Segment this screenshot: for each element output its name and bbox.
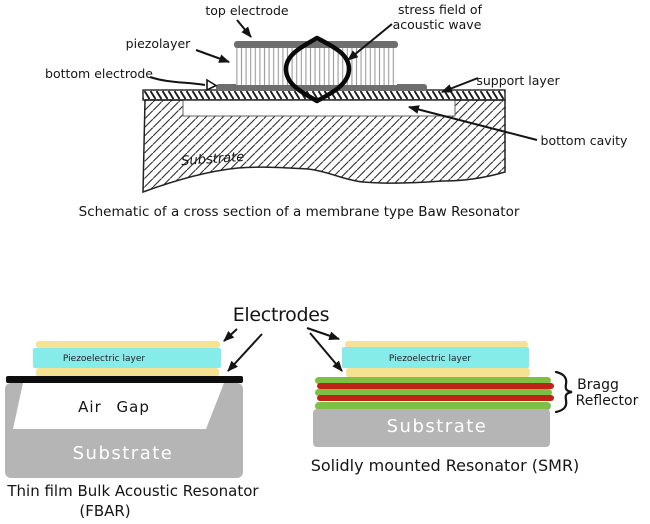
stress-field-label-line2: acoustic wave [393, 17, 482, 32]
fbar-bottom-yellow-layer [36, 368, 219, 377]
smr-piezoelectric-layer [342, 347, 529, 368]
piezolayer-arrow [195, 49, 231, 63]
bottom-electrode-label: bottom electrode [45, 66, 153, 81]
bottom-cavity-label: bottom cavity [541, 133, 628, 148]
fbar-top-electrode-layer [36, 341, 220, 348]
smr-bragg-green-2 [315, 389, 552, 396]
smr-substrate-block [313, 409, 550, 447]
fbar-caption-line2: (FBAR) [79, 502, 130, 520]
support-layer-label: support layer [476, 73, 560, 88]
bottom-cavity-arrow [407, 105, 538, 141]
smr-piezo-label: Piezoelectric layer [389, 354, 471, 364]
bragg-label-line2: Reflector [576, 393, 639, 409]
fbar-caption-line1: Thin film Bulk Acoustic Resonator [6, 482, 259, 500]
support-layer-arrow [440, 77, 479, 93]
smr-bragg-red-2 [317, 395, 554, 401]
bragg-label-line1: Bragg [577, 377, 619, 393]
stress-field-label-line1: stress field of [398, 2, 483, 17]
electrodes-arrow-smr-top [306, 327, 341, 340]
fbar-air-gap-region [13, 383, 224, 429]
piezolayer-region [236, 47, 397, 85]
substrate-label-top: Substrate [181, 150, 245, 169]
smr-substrate-label: Substrate [387, 416, 488, 437]
smr-bragg-green-1 [315, 377, 551, 384]
substrate-hatched-region [142, 99, 506, 194]
smr-caption: Solidly mounted Resonator (SMR) [311, 456, 580, 475]
bottom-electrode-bar [216, 84, 427, 91]
stress-field-arrow [347, 23, 393, 61]
smr-bragg-red-1 [317, 383, 554, 389]
smr-bottom-yellow-layer [346, 368, 530, 377]
membrane-baw-schematic: top electrode stress field of acoustic w… [45, 2, 628, 220]
bragg-brace [554, 370, 573, 414]
top-electrode-arrow [236, 19, 252, 38]
smr-bragg-green-3 [315, 402, 551, 410]
top-electrode-bar [234, 41, 398, 48]
piezolayer-label: piezolayer [126, 36, 192, 51]
stress-field-lens [283, 35, 352, 104]
schematic-caption: Schematic of a cross section of a membra… [79, 204, 520, 220]
fbar-piezoelectric-layer [33, 348, 221, 368]
electrodes-callout: Electrodes [223, 304, 343, 372]
smr-diagram: Piezoelectric layer Substrate Bragg Refl… [311, 341, 639, 475]
fbar-diagram: Piezoelectric layer Air Gap Substrate Th… [5, 341, 259, 520]
bottom-electrode-marker [206, 78, 218, 92]
electrodes-arrow-smr-bottom [309, 332, 343, 372]
fbar-substrate-label: Substrate [73, 443, 174, 464]
bottom-electrode-connector [149, 76, 206, 86]
electrodes-arrow-fbar-bottom [227, 333, 263, 372]
smr-top-electrode-layer [345, 341, 528, 348]
top-electrode-label: top electrode [205, 3, 289, 18]
fbar-piezo-label: Piezoelectric layer [63, 354, 145, 364]
electrodes-label: Electrodes [233, 304, 330, 326]
fbar-bottom-electrode-bar [6, 376, 243, 383]
fbar-air-gap-label: Air Gap [78, 398, 150, 416]
electrodes-arrow-fbar-top [223, 328, 238, 342]
